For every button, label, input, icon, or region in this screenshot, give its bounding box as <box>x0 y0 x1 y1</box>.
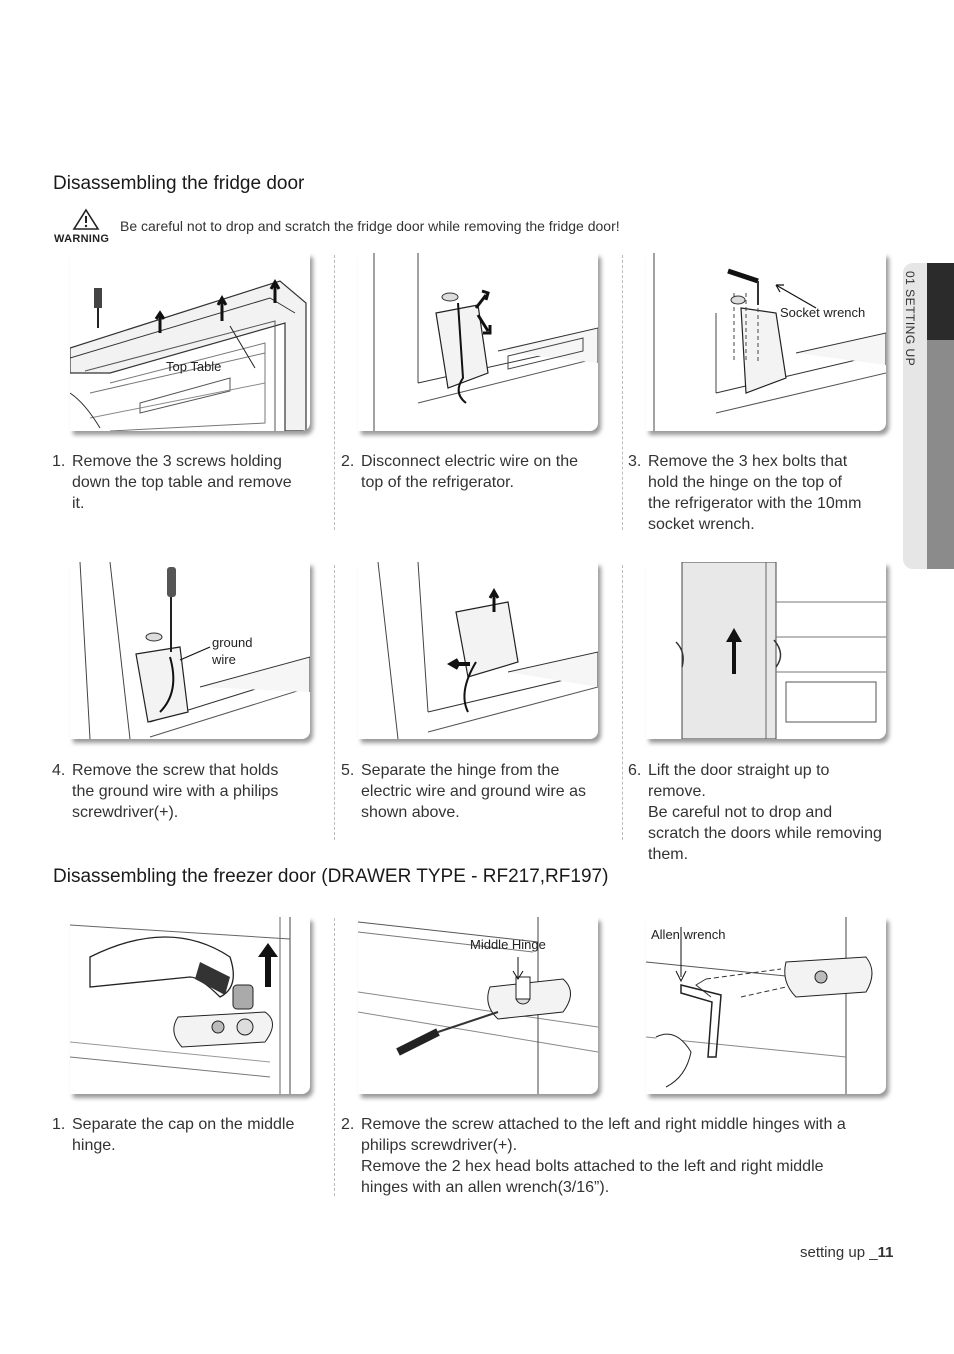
page-footer: setting up _11 <box>800 1244 893 1261</box>
warning-triangle-icon <box>54 207 118 231</box>
illustration-electric-wire <box>358 253 598 431</box>
warning-label: WARNING <box>54 233 109 245</box>
warning-text: Be careful not to drop and scratch the f… <box>120 218 620 234</box>
step-4: 4. Remove the screw that holds the groun… <box>52 760 322 823</box>
fridge-section-title: Disassembling the fridge door <box>53 173 304 195</box>
side-tab-label: 01 SETTING UP <box>903 263 925 393</box>
side-tab-active-block <box>927 263 954 340</box>
step-5: 5. Separate the hinge from the electric … <box>341 760 611 823</box>
freezer-step-1: 1. Separate the cap on the middle hinge. <box>52 1114 322 1156</box>
callout-top-table: Top Table <box>166 359 221 374</box>
illustration-lift-door <box>646 562 886 739</box>
footer-section-label: setting up _ <box>800 1244 878 1261</box>
step-1: 1. Remove the 3 screws holding down the … <box>52 451 322 514</box>
illustration-allen-wrench: Allen wrench <box>646 917 886 1094</box>
callout-middle-hinge: Middle Hinge <box>470 937 546 952</box>
column-divider <box>334 255 335 530</box>
column-divider <box>622 255 623 530</box>
side-tab-grey-block <box>927 340 954 569</box>
illustration-separate-hinge <box>358 562 598 739</box>
callout-wire: wire <box>212 652 236 667</box>
callout-ground: ground <box>212 635 252 650</box>
callout-socket-wrench: Socket wrench <box>780 305 865 320</box>
warning-block: WARNING <box>54 207 118 247</box>
column-divider <box>334 565 335 840</box>
illustration-middle-hinge: Middle Hinge <box>358 917 598 1094</box>
illustration-socket-wrench: Socket wrench <box>646 253 886 431</box>
illustration-middle-hinge-cap <box>70 917 310 1094</box>
page-number: 11 <box>878 1244 894 1261</box>
illustration-ground-wire: ground wire <box>70 562 310 739</box>
step-2: 2. Disconnect electric wire on the top o… <box>341 451 611 493</box>
column-divider <box>622 565 623 840</box>
column-divider <box>334 918 335 1196</box>
illustration-top-table: Top Table <box>70 253 310 431</box>
freezer-section-title: Disassembling the freezer door (DRAWER T… <box>53 866 608 888</box>
freezer-step-2: 2. Remove the screw attached to the left… <box>341 1114 901 1198</box>
callout-allen-wrench: Allen wrench <box>651 927 725 942</box>
step-3: 3. Remove the 3 hex bolts that hold the … <box>628 451 898 535</box>
step-6: 6. Lift the door straight up to remove. … <box>628 760 908 865</box>
